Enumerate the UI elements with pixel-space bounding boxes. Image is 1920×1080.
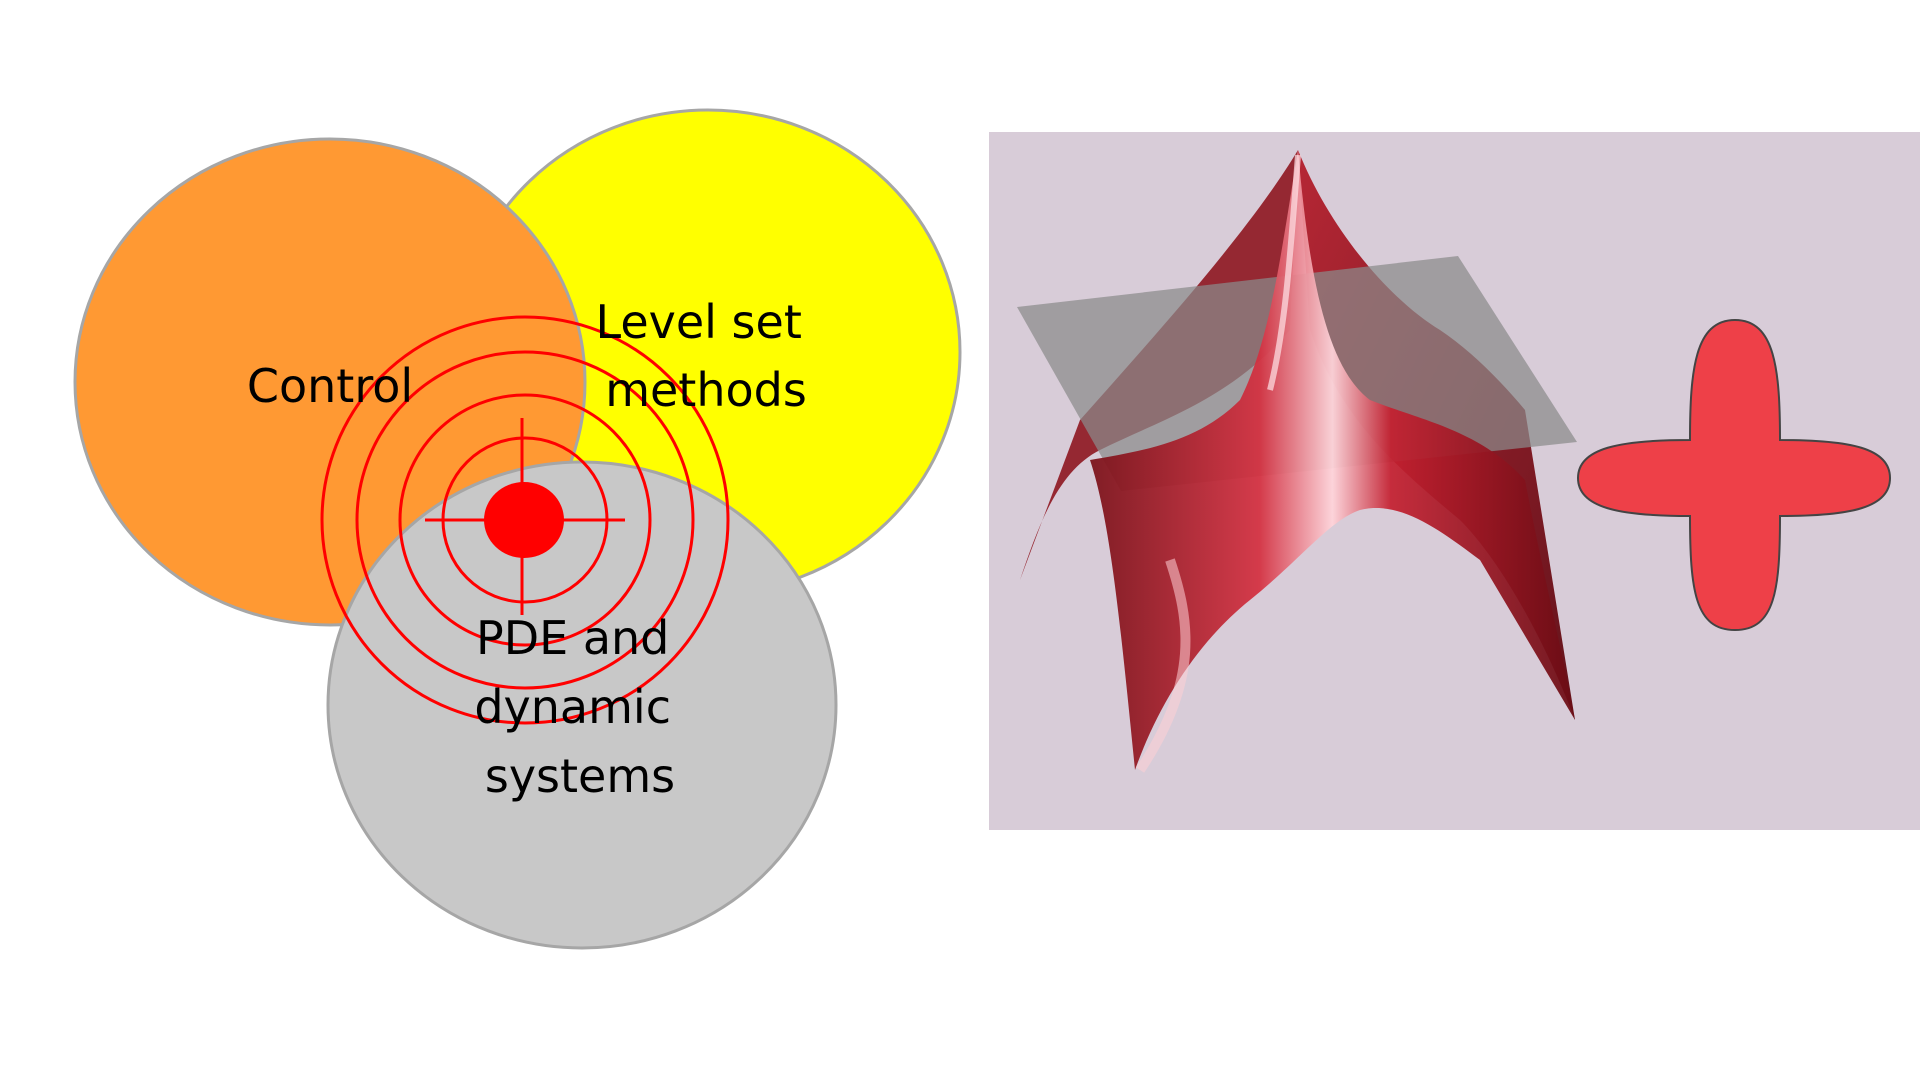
label-control: Control — [247, 359, 413, 413]
surface-highlight — [1267, 154, 1301, 391]
level-set-shape — [1576, 318, 1892, 632]
surface-front-face — [1090, 150, 1575, 770]
target-center-dot — [484, 482, 564, 558]
target-ring — [398, 393, 652, 647]
label-control-line: Control — [247, 359, 413, 413]
label-level-set: Level set methods — [596, 295, 817, 417]
label-pde-line: systems — [485, 749, 675, 803]
label-level-set-line: Level set — [596, 295, 802, 349]
venn-diagram: Control Level set methods PDE and dynami… — [73, 108, 962, 950]
target-crosshair — [320, 315, 730, 725]
label-level-set-line: methods — [605, 363, 807, 417]
target-ring — [320, 315, 730, 725]
label-pde-line: PDE and — [476, 611, 669, 665]
level-set-illustration — [989, 132, 1920, 830]
label-pde-line: dynamic — [474, 680, 671, 734]
target-ring — [355, 350, 695, 690]
label-pde: PDE and dynamic systems — [474, 611, 685, 803]
surface-highlight — [1135, 558, 1191, 773]
